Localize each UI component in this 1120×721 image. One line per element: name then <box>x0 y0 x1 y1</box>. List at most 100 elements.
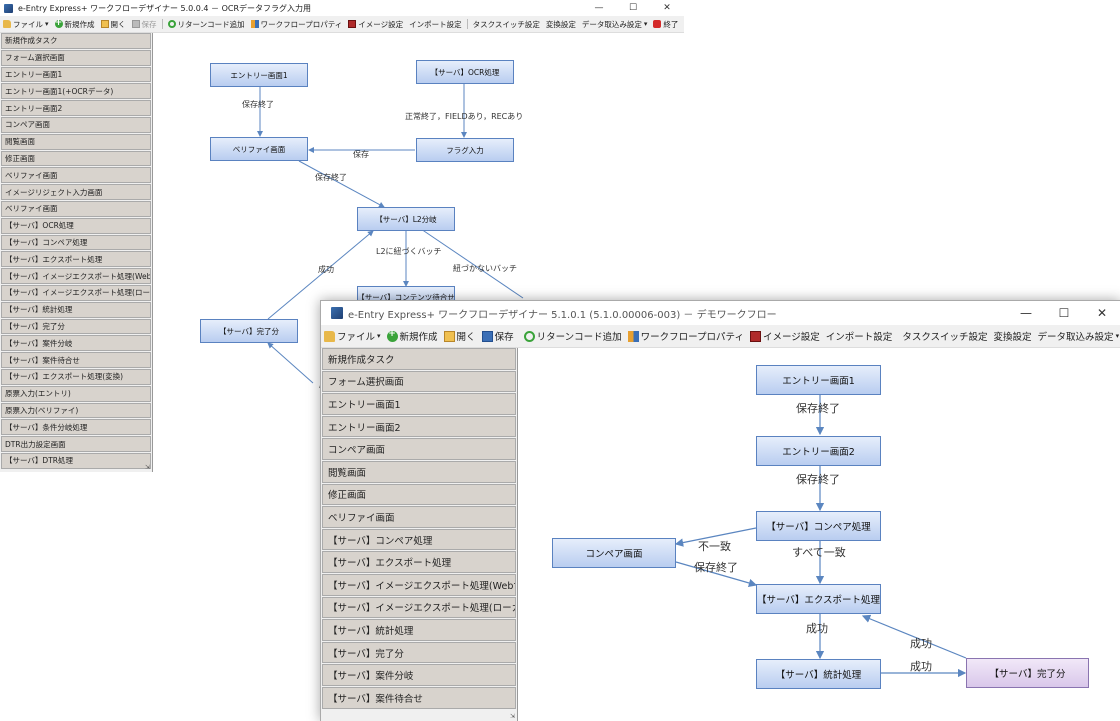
data-import-button[interactable]: データ取込み設定▾ <box>581 19 648 29</box>
palette-item[interactable]: 【サーバ】イメージエクスポート処理(Webサーバ出力) <box>1 268 151 284</box>
convert-button[interactable]: 変換設定 <box>993 332 1032 343</box>
node-export-srv[interactable]: 【サーバ】エクスポート処理 <box>756 584 881 614</box>
palette-item[interactable]: イメージリジェクト入力画面 <box>1 184 151 200</box>
workflow-props-button[interactable]: ワークフロープロパティ <box>248 19 346 30</box>
palette-item[interactable]: 【サーバ】案件分岐 <box>1 335 151 352</box>
palette-item[interactable]: 【サーバ】コンペア処理 <box>322 528 516 551</box>
node-ocr[interactable]: 【サーバ】OCR処理 <box>416 60 514 84</box>
resize-grip-icon[interactable]: ⇲ <box>144 464 150 471</box>
close-icon[interactable]: ✕ <box>663 3 671 13</box>
palette-item[interactable]: エントリー画面2 <box>322 415 516 438</box>
task-switch-button[interactable]: タスクスイッチ設定 <box>472 19 540 29</box>
workflow-props-button[interactable]: ワークフロープロパティ <box>625 329 747 343</box>
data-import-button[interactable]: データ取込み設定▾ <box>1037 332 1120 343</box>
app-icon <box>4 3 13 13</box>
front-workflow-canvas[interactable]: エントリー画面1 エントリー画面2 【サーバ】コンペア処理 コンペア画面 【サー… <box>518 348 1120 721</box>
palette-item[interactable]: 【サーバ】DTR処理 <box>1 452 151 469</box>
open-button[interactable]: 開く <box>98 19 129 30</box>
palette-item[interactable]: 閲覧画面 <box>1 133 151 150</box>
edge-label-save-done: 保存終了 <box>796 473 840 486</box>
folder-icon <box>324 330 335 342</box>
palette-item[interactable]: 【サーバ】エクスポート処理(変換) <box>1 368 151 385</box>
back-connectors <box>257 84 524 384</box>
task-switch-button[interactable]: タスクスイッチ設定 <box>902 332 988 343</box>
node-flag[interactable]: フラグ入力 <box>416 138 514 162</box>
new-button[interactable]: 新規作成 <box>52 18 98 30</box>
palette-item[interactable]: 修正画面 <box>322 483 516 506</box>
palette-item[interactable]: 【サーバ】コンペア処理 <box>1 234 151 251</box>
palette-item[interactable]: ベリファイ画面 <box>1 200 151 217</box>
palette-item[interactable]: コンペア画面 <box>1 116 151 133</box>
front-window-title: e-Entry Express+ ワークフローデザイナー 5.1.0.1 (5.… <box>348 309 777 321</box>
resize-grip-icon[interactable]: ⇲ <box>509 713 515 720</box>
node-entry1[interactable]: エントリー画面1 <box>756 365 881 395</box>
palette-item[interactable]: 【サーバ】案件待合せ <box>1 352 151 368</box>
image-settings-button[interactable]: イメージ設定 <box>345 19 406 30</box>
palette-item[interactable]: エントリー画面1 <box>322 393 516 415</box>
palette-item[interactable]: コンペア画面 <box>322 438 516 460</box>
palette-item[interactable]: 新規作成タスク <box>1 33 151 49</box>
palette-item[interactable]: DTR出力設定画面 <box>1 436 151 452</box>
front-titlebar: e-Entry Express+ ワークフローデザイナー 5.1.0.1 (5.… <box>321 301 1120 325</box>
palette-item[interactable]: フォーム選択画面 <box>322 370 516 393</box>
node-verify[interactable]: ベリファイ画面 <box>210 137 308 161</box>
properties-icon <box>627 330 639 342</box>
palette-item[interactable]: フォーム選択画面 <box>1 49 151 66</box>
import-settings-button[interactable]: インポート設定 <box>825 332 893 343</box>
edge-label-save-done: 保存終了 <box>242 100 274 109</box>
import-settings-button[interactable]: インポート設定 <box>409 19 462 29</box>
palette-item[interactable]: 原票入力(エントリ) <box>1 385 151 402</box>
node-compare-srv[interactable]: 【サーバ】コンペア処理 <box>756 511 881 541</box>
node-done[interactable]: 【サーバ】完了分 <box>200 319 298 343</box>
front-workflow-window: e-Entry Express+ ワークフローデザイナー 5.1.0.1 (5.… <box>320 300 1120 721</box>
palette-item[interactable]: 【サーバ】イメージエクスポート処理(ローカル出力) <box>1 284 151 301</box>
node-stats-srv[interactable]: 【サーバ】統計処理 <box>756 659 881 689</box>
app-icon <box>331 307 343 319</box>
palette-item[interactable]: 【サーバ】条件分岐処理 <box>1 419 151 436</box>
new-button[interactable]: 新規作成 <box>384 329 441 343</box>
save-button[interactable]: 保存 <box>129 19 160 30</box>
back-window-title: e-Entry Express+ ワークフローデザイナー 5.0.0.4 － O… <box>18 3 312 13</box>
palette-item[interactable]: エントリー画面1(+OCRデータ) <box>1 83 151 100</box>
palette-item[interactable]: 【サーバ】完了分 <box>322 641 516 664</box>
exit-button[interactable]: 終了 <box>650 19 681 30</box>
convert-button[interactable]: 変換設定 <box>545 19 576 29</box>
file-menu[interactable]: ファイル▾ <box>321 329 384 343</box>
minimize-icon[interactable]: — <box>594 3 604 13</box>
return-code-button[interactable]: リターンコード追加 <box>521 329 625 343</box>
palette-item[interactable]: ベリファイ画面 <box>1 167 151 184</box>
return-code-button[interactable]: リターンコード追加 <box>165 19 248 30</box>
palette-item[interactable]: 【サーバ】統計処理 <box>322 619 516 641</box>
node-l2[interactable]: 【サーバ】L2分岐 <box>357 207 455 231</box>
palette-item[interactable]: 【サーバ】エクスポート処理 <box>1 251 151 268</box>
save-button[interactable]: 保存 <box>479 329 517 343</box>
palette-item[interactable]: ベリファイ画面 <box>322 506 516 528</box>
minimize-icon[interactable]: — <box>1020 306 1032 320</box>
node-done-srv[interactable]: 【サーバ】完了分 <box>966 658 1089 688</box>
close-icon[interactable]: ✕ <box>1096 306 1108 320</box>
file-menu[interactable]: ファイル▾ <box>0 19 52 30</box>
palette-item[interactable]: 【サーバ】OCR処理 <box>1 217 151 234</box>
palette-item[interactable]: 【サーバ】案件分岐 <box>322 664 516 686</box>
node-compare-screen[interactable]: コンペア画面 <box>552 538 676 568</box>
palette-item[interactable]: 原票入力(ベリファイ) <box>1 402 151 419</box>
maximize-icon[interactable]: ☐ <box>628 3 638 13</box>
palette-item[interactable]: エントリー画面2 <box>1 100 151 116</box>
palette-item[interactable]: 【サーバ】エクスポート処理 <box>322 551 516 573</box>
node-entry2[interactable]: エントリー画面2 <box>756 436 881 466</box>
node-entry1[interactable]: エントリー画面1 <box>210 63 308 87</box>
maximize-icon[interactable]: ☐ <box>1058 306 1070 320</box>
palette-item[interactable]: 【サーバ】イメージエクスポート処理(Webサーバ出力) <box>322 573 516 596</box>
palette-item[interactable]: 【サーバ】案件待合せ <box>322 686 516 709</box>
image-settings-button[interactable]: イメージ設定 <box>747 329 823 343</box>
palette-item[interactable]: 【サーバ】統計処理 <box>1 301 151 318</box>
palette-item[interactable]: 【サーバ】イメージエクスポート処理(ローカル出力) <box>322 596 516 619</box>
palette-item[interactable]: 新規作成タスク <box>322 348 516 370</box>
palette-item[interactable]: 閲覧画面 <box>322 460 516 483</box>
palette-item[interactable]: エントリー画面1 <box>1 66 151 83</box>
open-button[interactable]: 開く <box>441 329 479 343</box>
palette-item[interactable]: 【サーバ】完了分 <box>1 318 151 335</box>
palette-item[interactable]: 修正画面 <box>1 150 151 167</box>
back-titlebar: e-Entry Express+ ワークフローデザイナー 5.0.0.4 － O… <box>0 0 684 16</box>
